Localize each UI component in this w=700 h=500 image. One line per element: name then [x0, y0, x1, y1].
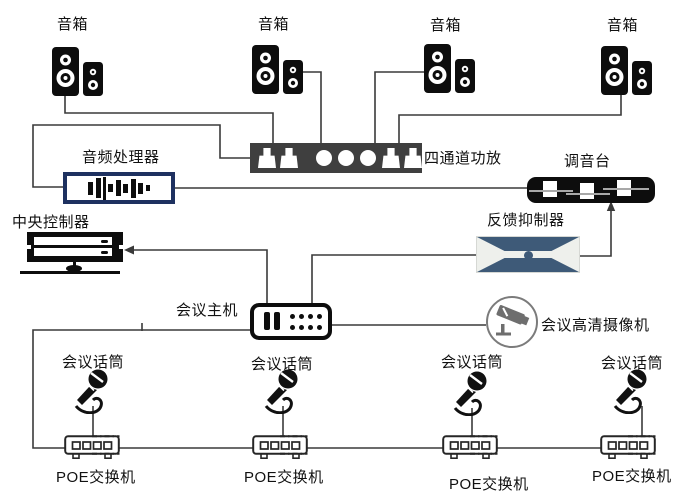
controller-stand-icon [73, 261, 76, 267]
fader-icon [580, 183, 594, 199]
amplifier-label: 四通道功放 [424, 150, 502, 167]
speaker-label-2: 音箱 [258, 16, 290, 33]
poe-switch-label-4: POE交换机 [592, 468, 672, 485]
mic-label-1: 会议话筒 [62, 354, 125, 371]
amp-knob-icon [360, 150, 376, 166]
arrowhead-to-controller [124, 245, 134, 255]
speaker-terminal-icon [382, 148, 400, 168]
poe-switch-icon [252, 435, 308, 461]
microphone-icon [611, 368, 651, 414]
conference-host-label: 会议主机 [176, 302, 239, 319]
poe-switch-label-1: POE交换机 [56, 469, 136, 486]
camera-icon [486, 296, 538, 348]
controller-stand-icon [66, 265, 82, 272]
speaker-terminal-icon [258, 148, 276, 168]
camera-label: 会议高清摄像机 [541, 317, 650, 334]
central-controller-icon [27, 232, 123, 262]
poe-switch-icon [442, 435, 498, 461]
mic-label-4: 会议话筒 [601, 355, 664, 372]
amplifier-icon [250, 143, 422, 173]
speaker-icon [52, 46, 104, 96]
fader-icon [543, 181, 557, 197]
poe-switch-icon [64, 435, 120, 461]
speaker-icon [601, 45, 653, 95]
controller-stand-icon [20, 271, 120, 274]
amp-knob-icon [338, 150, 354, 166]
speaker-label-1: 音箱 [57, 16, 89, 33]
feedback-suppressor-icon [476, 236, 580, 273]
microphone-icon [451, 370, 491, 416]
mic-label-2: 会议话筒 [251, 356, 314, 373]
conference-host-icon [250, 303, 332, 340]
speaker-icon [424, 43, 476, 93]
feedback-suppressor-label: 反馈抑制器 [487, 212, 565, 229]
poe-switch-label-2: POE交换机 [244, 469, 324, 486]
mixer-label: 调音台 [564, 153, 611, 170]
speaker-terminal-icon [280, 148, 298, 168]
speaker-icon [252, 44, 304, 94]
arrowhead-to-mixer [606, 201, 616, 211]
speaker-label-4: 音箱 [607, 17, 639, 34]
microphone-icon [262, 368, 302, 414]
microphone-icon [72, 368, 112, 414]
central-controller-label: 中央控制器 [12, 214, 90, 231]
audio-processor-label: 音频处理器 [82, 149, 160, 166]
poe-switch-icon [600, 435, 656, 461]
speaker-terminal-icon [404, 148, 422, 168]
amp-knob-icon [316, 150, 332, 166]
speaker-label-3: 音箱 [430, 17, 462, 34]
poe-switch-label-3: POE交换机 [449, 476, 529, 493]
audio-processor-icon [63, 172, 175, 204]
mic-label-3: 会议话筒 [441, 354, 504, 371]
mixer-icon [527, 177, 655, 203]
